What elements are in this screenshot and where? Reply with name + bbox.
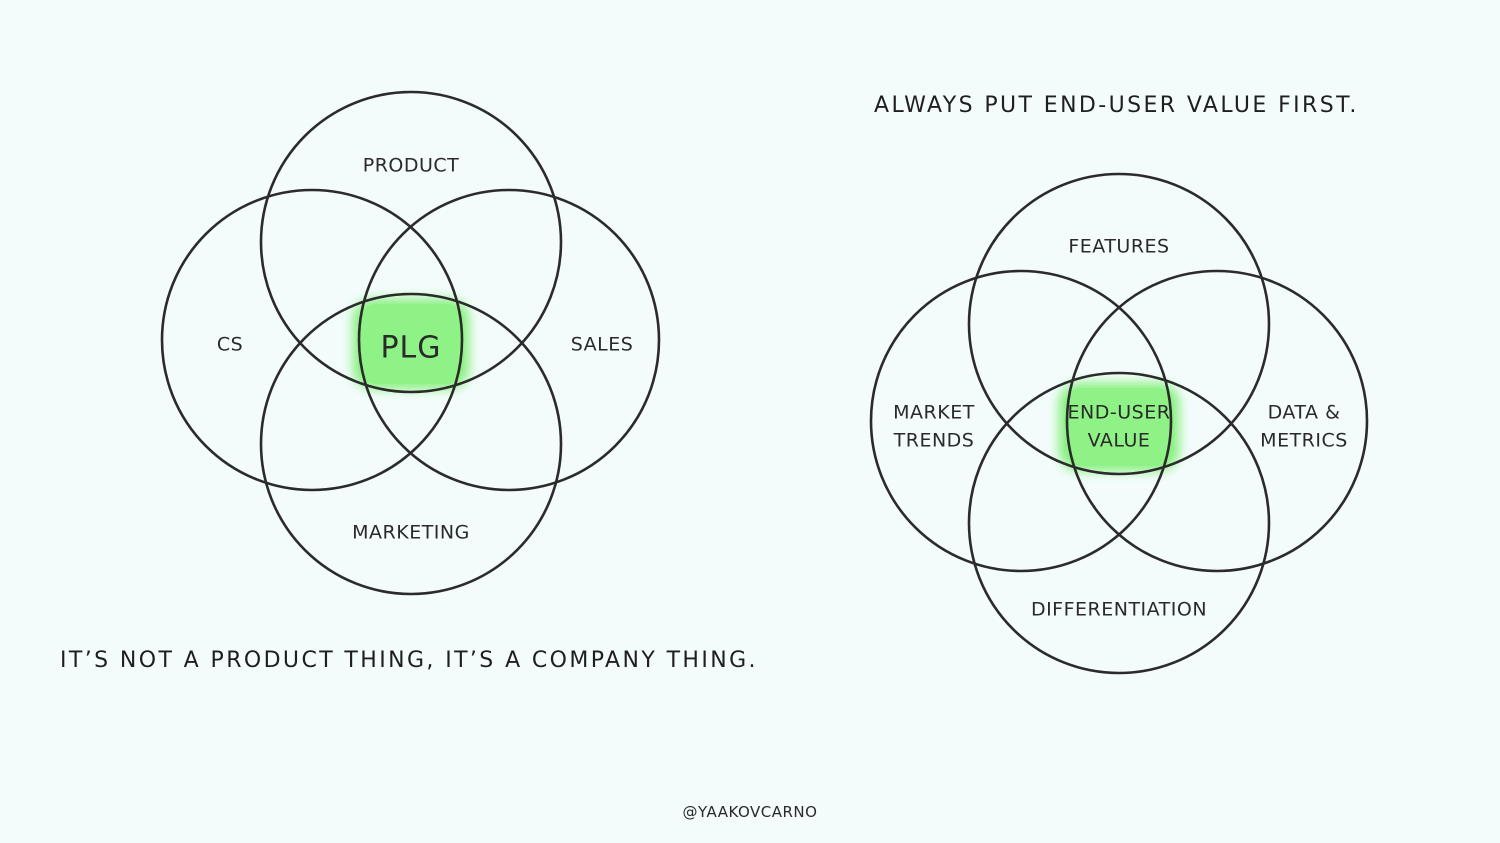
end-user-value-label-line1: END-USER — [1068, 402, 1171, 424]
features-circle — [967, 172, 1271, 476]
sales-label: SALES — [571, 334, 634, 356]
differentiation-label: DIFFERENTIATION — [1031, 599, 1207, 621]
marketing-circle — [259, 292, 563, 596]
product-label: PRODUCT — [363, 155, 460, 177]
left-venn-diagram: PRODUCT CS SALES MARKETING PLG — [160, 90, 661, 596]
plg-highlight-core — [358, 304, 464, 384]
cs-circle — [160, 188, 464, 492]
plg-label: PLG — [380, 331, 441, 366]
features-label: FEATURES — [1068, 236, 1169, 258]
data-metrics-label-line2: METRICS — [1260, 430, 1348, 452]
data-metrics-label-line1: DATA & — [1268, 402, 1341, 424]
market-trends-label-line2: TRENDS — [893, 430, 975, 452]
left-caption: IT’S NOT A PRODUCT THING, IT’S A COMPANY… — [60, 648, 758, 673]
author-handle: @YAAKOVCARNO — [682, 803, 818, 821]
data-metrics-circle — [1065, 269, 1369, 573]
end-user-value-label-line2: VALUE — [1088, 430, 1151, 452]
market-trends-circle — [869, 269, 1173, 573]
right-heading: ALWAYS PUT END-USER VALUE FIRST. — [874, 93, 1359, 118]
differentiation-circle — [967, 371, 1271, 675]
right-venn-diagram: FEATURES MARKET TRENDS DATA & METRICS DI… — [869, 172, 1369, 675]
sales-circle — [357, 188, 661, 492]
product-circle — [259, 90, 563, 394]
cs-label: CS — [217, 334, 243, 356]
marketing-label: MARKETING — [352, 522, 470, 544]
market-trends-label-line1: MARKET — [893, 402, 975, 424]
end-user-value-highlight-core — [1064, 388, 1174, 466]
